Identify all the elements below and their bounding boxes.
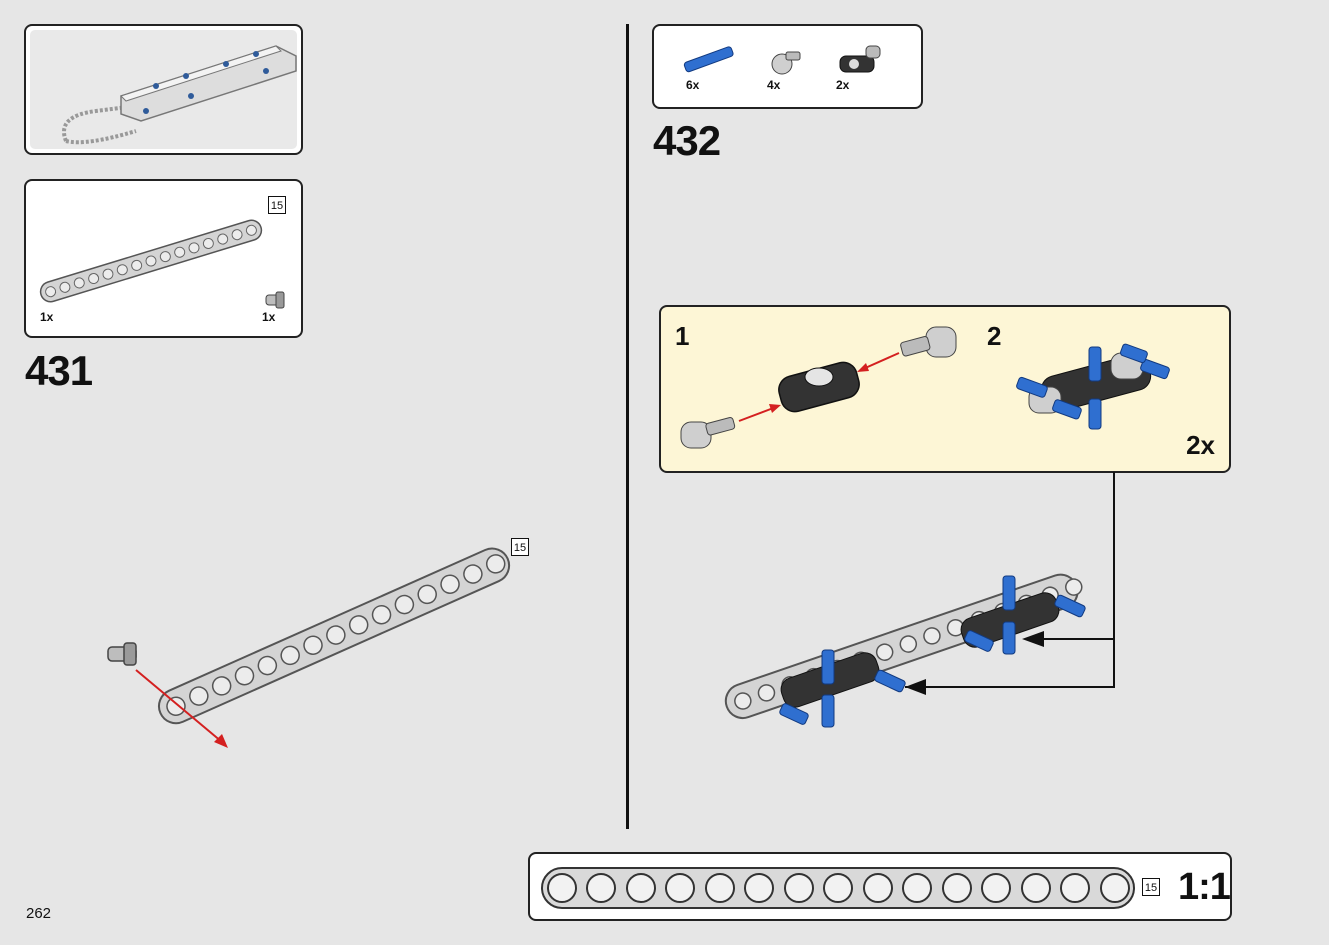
part-length-badge: 15 [268,196,286,214]
assembled-connector-icon [1016,343,1170,430]
sub-step-1-number: 1 [675,321,690,351]
black-connector-icon [839,45,881,73]
preview-panel [24,24,303,155]
assembled-connector-left-icon [779,649,906,728]
scale-reference-panel: 15 1:1 [528,852,1232,921]
blue-pin-icon [683,46,734,73]
scale-length-badge: 15 [1142,878,1160,896]
sub-step-2-number: 2 [987,321,1002,351]
step-431-illustration [107,547,511,748]
assembled-connector-right-icon [960,575,1086,655]
step-number-431: 431 [25,347,93,394]
scale-label: 1:1 [1178,866,1230,908]
part-qty-gray-connector: 4x [767,78,781,92]
black-connector-center-icon [778,361,860,413]
preview-model-illustration [62,45,297,145]
pin-insert-icon [107,642,137,666]
gray-connector-icon [771,51,801,75]
main-beam-length-badge: 15 [511,538,529,556]
gray-connector-left-icon [680,416,736,449]
step-number-432: 432 [653,117,721,164]
scale-beam-illustration [541,867,1135,909]
pin-part-icon [265,291,285,309]
sub-assembly-callout: 1 2 2x [659,305,1231,473]
page-number: 262 [26,905,52,922]
part-qty-black-connector: 2x [836,78,850,92]
step-432-parts-icons [683,45,881,75]
step-432-illustration [724,472,1115,728]
beam-15-part [39,219,285,309]
gray-connector-right-icon [900,326,957,358]
step-431-parts-panel: 15 1x 1x [24,179,303,338]
sub-assembly-multiplier: 2x [1186,430,1215,460]
page-divider [626,24,629,829]
sub-assembly-illustration [680,326,1170,449]
step-432-parts-panel: 6x 4x 2x [652,24,923,109]
part-qty-beam: 1x [40,310,54,324]
part-qty-blue-pin: 6x [686,78,700,92]
part-qty-pin: 1x [262,310,276,324]
